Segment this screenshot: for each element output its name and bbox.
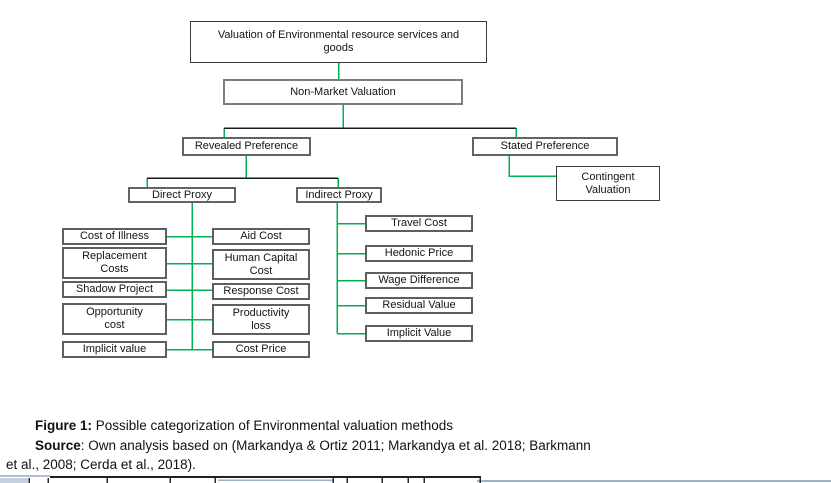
node-wage-difference: Wage Difference <box>365 272 473 289</box>
figure-caption: Figure 1: Possible categorization of Env… <box>35 416 453 435</box>
node-non-market-valuation: Non-Market Valuation <box>223 79 463 105</box>
node-implicit-value-direct: Implicit value <box>62 341 167 358</box>
node-cost-price: Cost Price <box>212 341 310 358</box>
node-stated-preference: Stated Preference <box>472 137 618 156</box>
source-text: : Own analysis based on (Markandya & Ort… <box>80 438 591 453</box>
tree-connectors-green <box>146 63 556 351</box>
source-line: Source: Own analysis based on (Markandya… <box>35 436 591 455</box>
node-valuation-root: Valuation of Environmental resource serv… <box>190 21 487 63</box>
node-indirect-proxy: Indirect Proxy <box>296 187 382 203</box>
figure-caption-text: Possible categorization of Environmental… <box>95 418 453 433</box>
node-contingent-valuation: Contingent Valuation <box>556 166 660 201</box>
node-replacement-costs: Replacement Costs <box>62 247 167 279</box>
tree-connectors-dark <box>147 127 516 179</box>
node-response-cost: Response Cost <box>212 283 310 300</box>
node-revealed-preference: Revealed Preference <box>182 137 311 156</box>
node-direct-proxy: Direct Proxy <box>128 187 236 203</box>
figure-label: Figure 1: <box>35 418 93 433</box>
node-implicit-value-indirect: Implicit Value <box>365 325 473 342</box>
node-shadow-project: Shadow Project <box>62 281 167 298</box>
node-travel-cost: Travel Cost <box>365 215 473 232</box>
node-human-capital-cost: Human Capital Cost <box>212 249 310 280</box>
node-hedonic-price: Hedonic Price <box>365 245 473 262</box>
node-cost-of-illness: Cost of Illness <box>62 228 167 245</box>
node-opportunity-cost: Opportunity cost <box>62 303 167 335</box>
node-residual-value: Residual Value <box>365 297 473 314</box>
node-aid-cost: Aid Cost <box>212 228 310 245</box>
node-productivity-loss: Productivity loss <box>212 304 310 335</box>
source-label: Source <box>35 438 81 453</box>
source-line-continuation: et al., 2008; Cerda et al., 2018). <box>6 457 196 472</box>
cropped-table-edge <box>0 475 831 483</box>
